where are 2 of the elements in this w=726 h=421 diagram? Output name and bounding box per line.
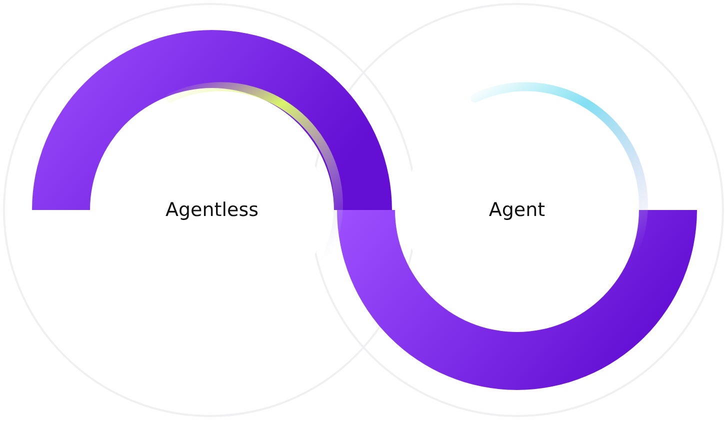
node-label: Agent [488, 199, 546, 221]
node-label: Agentless [165, 199, 258, 221]
